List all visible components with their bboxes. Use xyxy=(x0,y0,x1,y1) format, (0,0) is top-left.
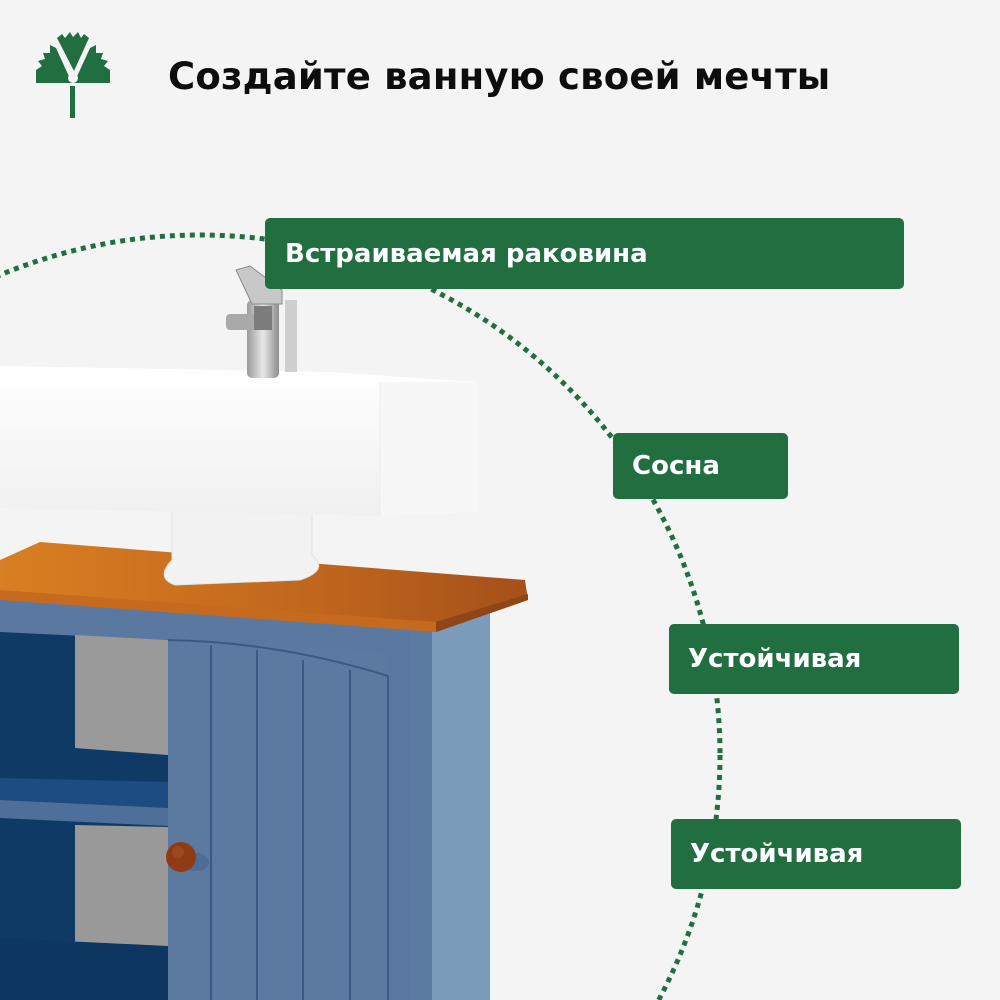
wooden-countertop xyxy=(0,542,528,632)
feature-tag-label: Устойчивая xyxy=(688,644,862,674)
feature-tag-label: Сосна xyxy=(632,451,720,481)
feature-tag-stable: Устойчивая xyxy=(669,624,959,694)
cabinet-door xyxy=(168,640,388,1000)
door-knob xyxy=(166,842,196,872)
cabinet-side xyxy=(430,612,490,1000)
brand-logo xyxy=(34,30,112,120)
sink-pedestal xyxy=(163,499,320,586)
cabinet-front xyxy=(0,592,430,1000)
feature-tag-label: Встраиваемая раковина xyxy=(285,238,648,269)
page-title: Создайте ванную своей мечты xyxy=(168,54,831,98)
feature-tag-label: Устойчивая xyxy=(690,839,864,869)
built-in-sink xyxy=(0,366,478,516)
feature-tag-pine: Сосна xyxy=(613,433,788,499)
feature-tag-stable-2: Устойчивая xyxy=(671,819,961,889)
feature-tag-built-in-sink: Встраиваемая раковина xyxy=(265,218,904,289)
palm-fan-logo-icon xyxy=(36,32,110,118)
